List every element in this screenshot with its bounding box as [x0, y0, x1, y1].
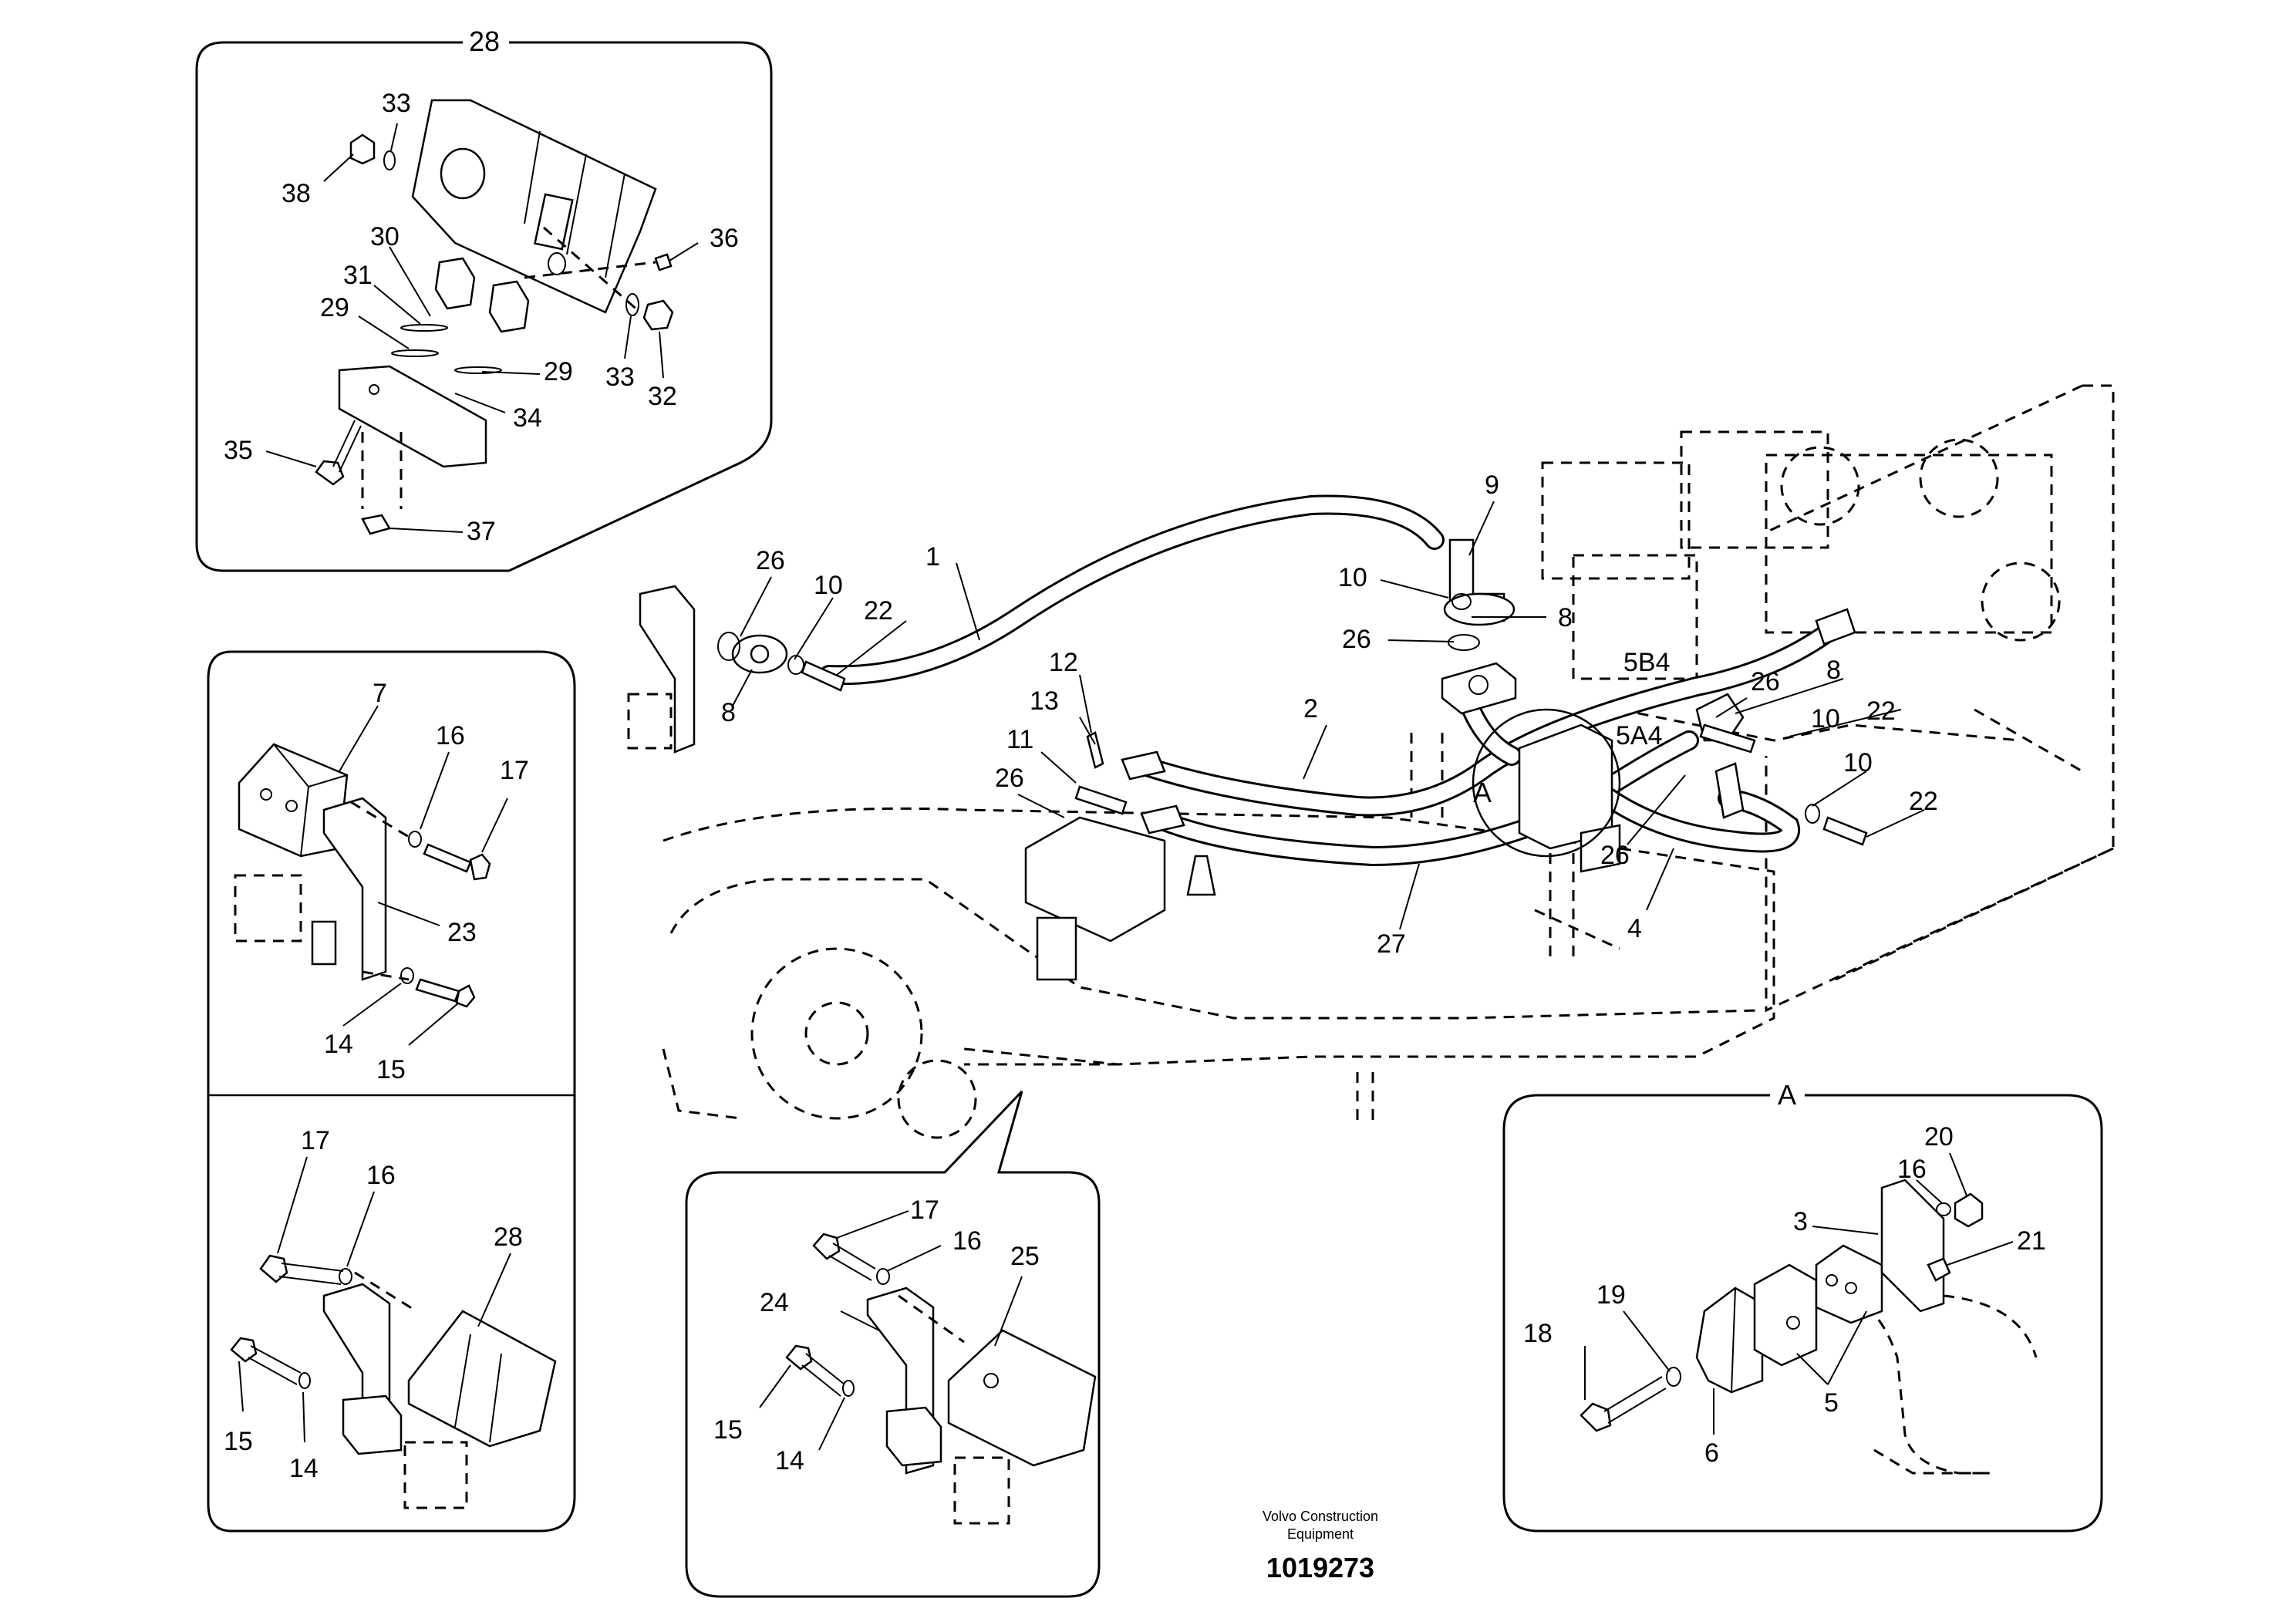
callout-7: 7 — [373, 679, 387, 708]
callout-20: 20 — [1924, 1122, 1954, 1152]
callout-9: 9 — [1485, 470, 1499, 500]
callout-10: 10 — [1338, 563, 1367, 592]
callout-10: 10 — [1843, 748, 1873, 777]
port-label-5b4: 5B4 — [1623, 648, 1671, 677]
callout-2: 2 — [1303, 694, 1318, 723]
callout-8: 8 — [721, 698, 736, 727]
footer: Volvo Construction Equipment 1019273 — [1263, 1509, 1378, 1583]
callout-16: 16 — [952, 1226, 982, 1256]
callout-36: 36 — [710, 224, 739, 253]
detail-25-callouts: 17 16 25 24 15 14 — [713, 1195, 1040, 1475]
main-callouts: 9 1 26 10 22 8 10 8 26 12 13 2 11 26 26 … — [721, 470, 1938, 959]
callout-17: 17 — [301, 1126, 330, 1155]
callout-15: 15 — [224, 1427, 253, 1456]
callout-35: 35 — [224, 436, 253, 465]
hose-assemblies — [819, 494, 1838, 867]
main-fittings — [627, 538, 1868, 981]
detail-28b-leaders — [238, 1156, 511, 1443]
callout-8: 8 — [1558, 603, 1573, 632]
callout-38: 38 — [282, 179, 311, 208]
callout-31: 31 — [343, 261, 373, 290]
callout-32: 32 — [648, 382, 677, 411]
callout-10: 10 — [1811, 704, 1840, 733]
callout-4: 4 — [1627, 914, 1642, 943]
callout-3: 3 — [1793, 1207, 1808, 1236]
callout-21: 21 — [2017, 1226, 2046, 1256]
detail-a-callouts: 20 16 3 21 19 18 5 6 — [1523, 1122, 2046, 1468]
callout-26: 26 — [1600, 841, 1630, 870]
callout-34: 34 — [513, 403, 542, 433]
callout-29: 29 — [320, 293, 349, 322]
callout-17: 17 — [910, 1195, 939, 1225]
detail-28b-callouts: 17 16 28 15 14 — [224, 1126, 523, 1483]
callout-a: A — [1473, 777, 1492, 808]
callout-1: 1 — [925, 542, 940, 572]
callout-27: 27 — [1377, 929, 1406, 959]
callout-15: 15 — [713, 1415, 743, 1445]
detail-7-parts — [234, 743, 491, 1008]
callout-16: 16 — [366, 1161, 396, 1190]
callout-16: 16 — [436, 721, 465, 750]
brand-line-2: Equipment — [1287, 1526, 1354, 1542]
panel-detail-28: 28 — [195, 25, 773, 572]
callout-17: 17 — [500, 756, 529, 785]
callout-26: 26 — [1751, 667, 1780, 696]
callout-26: 26 — [756, 546, 785, 575]
detail-7-leaders — [339, 705, 508, 1046]
detail-28b-parts — [230, 1254, 557, 1509]
detail-a-leaders — [1584, 1152, 2014, 1435]
callout-6: 6 — [1704, 1438, 1719, 1468]
callout-23: 23 — [447, 918, 477, 947]
callout-13: 13 — [1030, 686, 1059, 716]
panel-28-leaders — [265, 123, 699, 533]
panel-28-callouts: 33 38 30 31 29 36 33 32 29 34 35 37 — [224, 89, 739, 546]
panel-28-title: 28 — [469, 25, 500, 57]
callout-10: 10 — [814, 571, 843, 600]
callout-26: 26 — [1342, 625, 1371, 654]
callout-22: 22 — [864, 596, 893, 626]
callout-14: 14 — [289, 1454, 319, 1483]
callout-33: 33 — [605, 363, 635, 392]
main-leaders — [732, 501, 1925, 930]
callout-14: 14 — [324, 1030, 353, 1059]
callout-30: 30 — [370, 222, 400, 251]
callout-12: 12 — [1049, 648, 1078, 677]
panel-a-title: A — [1778, 1079, 1796, 1111]
callout-22: 22 — [1909, 787, 1938, 816]
panel-detail-25 — [685, 1090, 1101, 1598]
detail-25-leaders — [759, 1210, 1023, 1451]
port-label-5a4: 5A4 — [1616, 721, 1663, 750]
detail-7-callouts: 7 16 17 23 14 15 — [324, 679, 529, 1084]
drawing-number: 1019273 — [1266, 1552, 1374, 1583]
callout-19: 19 — [1596, 1280, 1626, 1310]
callout-15: 15 — [376, 1055, 406, 1084]
callout-26: 26 — [995, 764, 1024, 793]
callout-18: 18 — [1523, 1319, 1553, 1348]
callout-29: 29 — [544, 357, 573, 386]
callout-37: 37 — [467, 517, 496, 546]
callout-25: 25 — [1010, 1242, 1040, 1271]
panel-detail-a: A — [1502, 1079, 2103, 1533]
callout-24: 24 — [760, 1288, 789, 1317]
machine-outline — [662, 384, 2115, 1139]
callout-28: 28 — [494, 1222, 523, 1252]
callout-33: 33 — [382, 89, 411, 118]
callout-22: 22 — [1866, 696, 1896, 726]
callout-14: 14 — [775, 1446, 804, 1475]
callout-16: 16 — [1897, 1155, 1927, 1184]
callout-11: 11 — [1006, 725, 1033, 754]
callout-5: 5 — [1824, 1388, 1839, 1418]
brand-line-1: Volvo Construction — [1263, 1509, 1378, 1524]
callout-8: 8 — [1826, 656, 1841, 685]
